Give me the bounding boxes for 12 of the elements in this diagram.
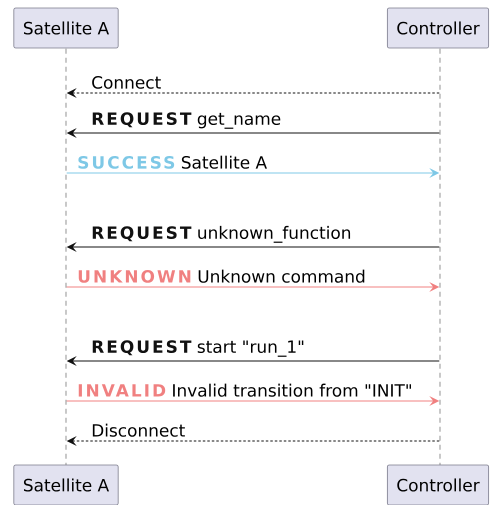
edge-label: Connect [90,75,162,90]
edge-label: UNKNOWN Unknown command [76,268,367,284]
participant-box: Satellite A [13,8,119,48]
edge-label: REQUEST unknown_function [90,224,352,244]
edge-label: SUCCESS Satellite A [76,154,268,170]
edge-label: Disconnect [90,422,186,438]
edge-label: REQUEST get_name [90,111,282,130]
edge-label: INVALID Invalid transition from "INIT" [76,382,414,398]
participant-box: Controller [386,8,490,48]
participant-box: Controller [386,464,490,505]
edge-label: REQUEST start "run_1" [90,339,306,358]
participant-box: Satellite A [13,464,119,505]
